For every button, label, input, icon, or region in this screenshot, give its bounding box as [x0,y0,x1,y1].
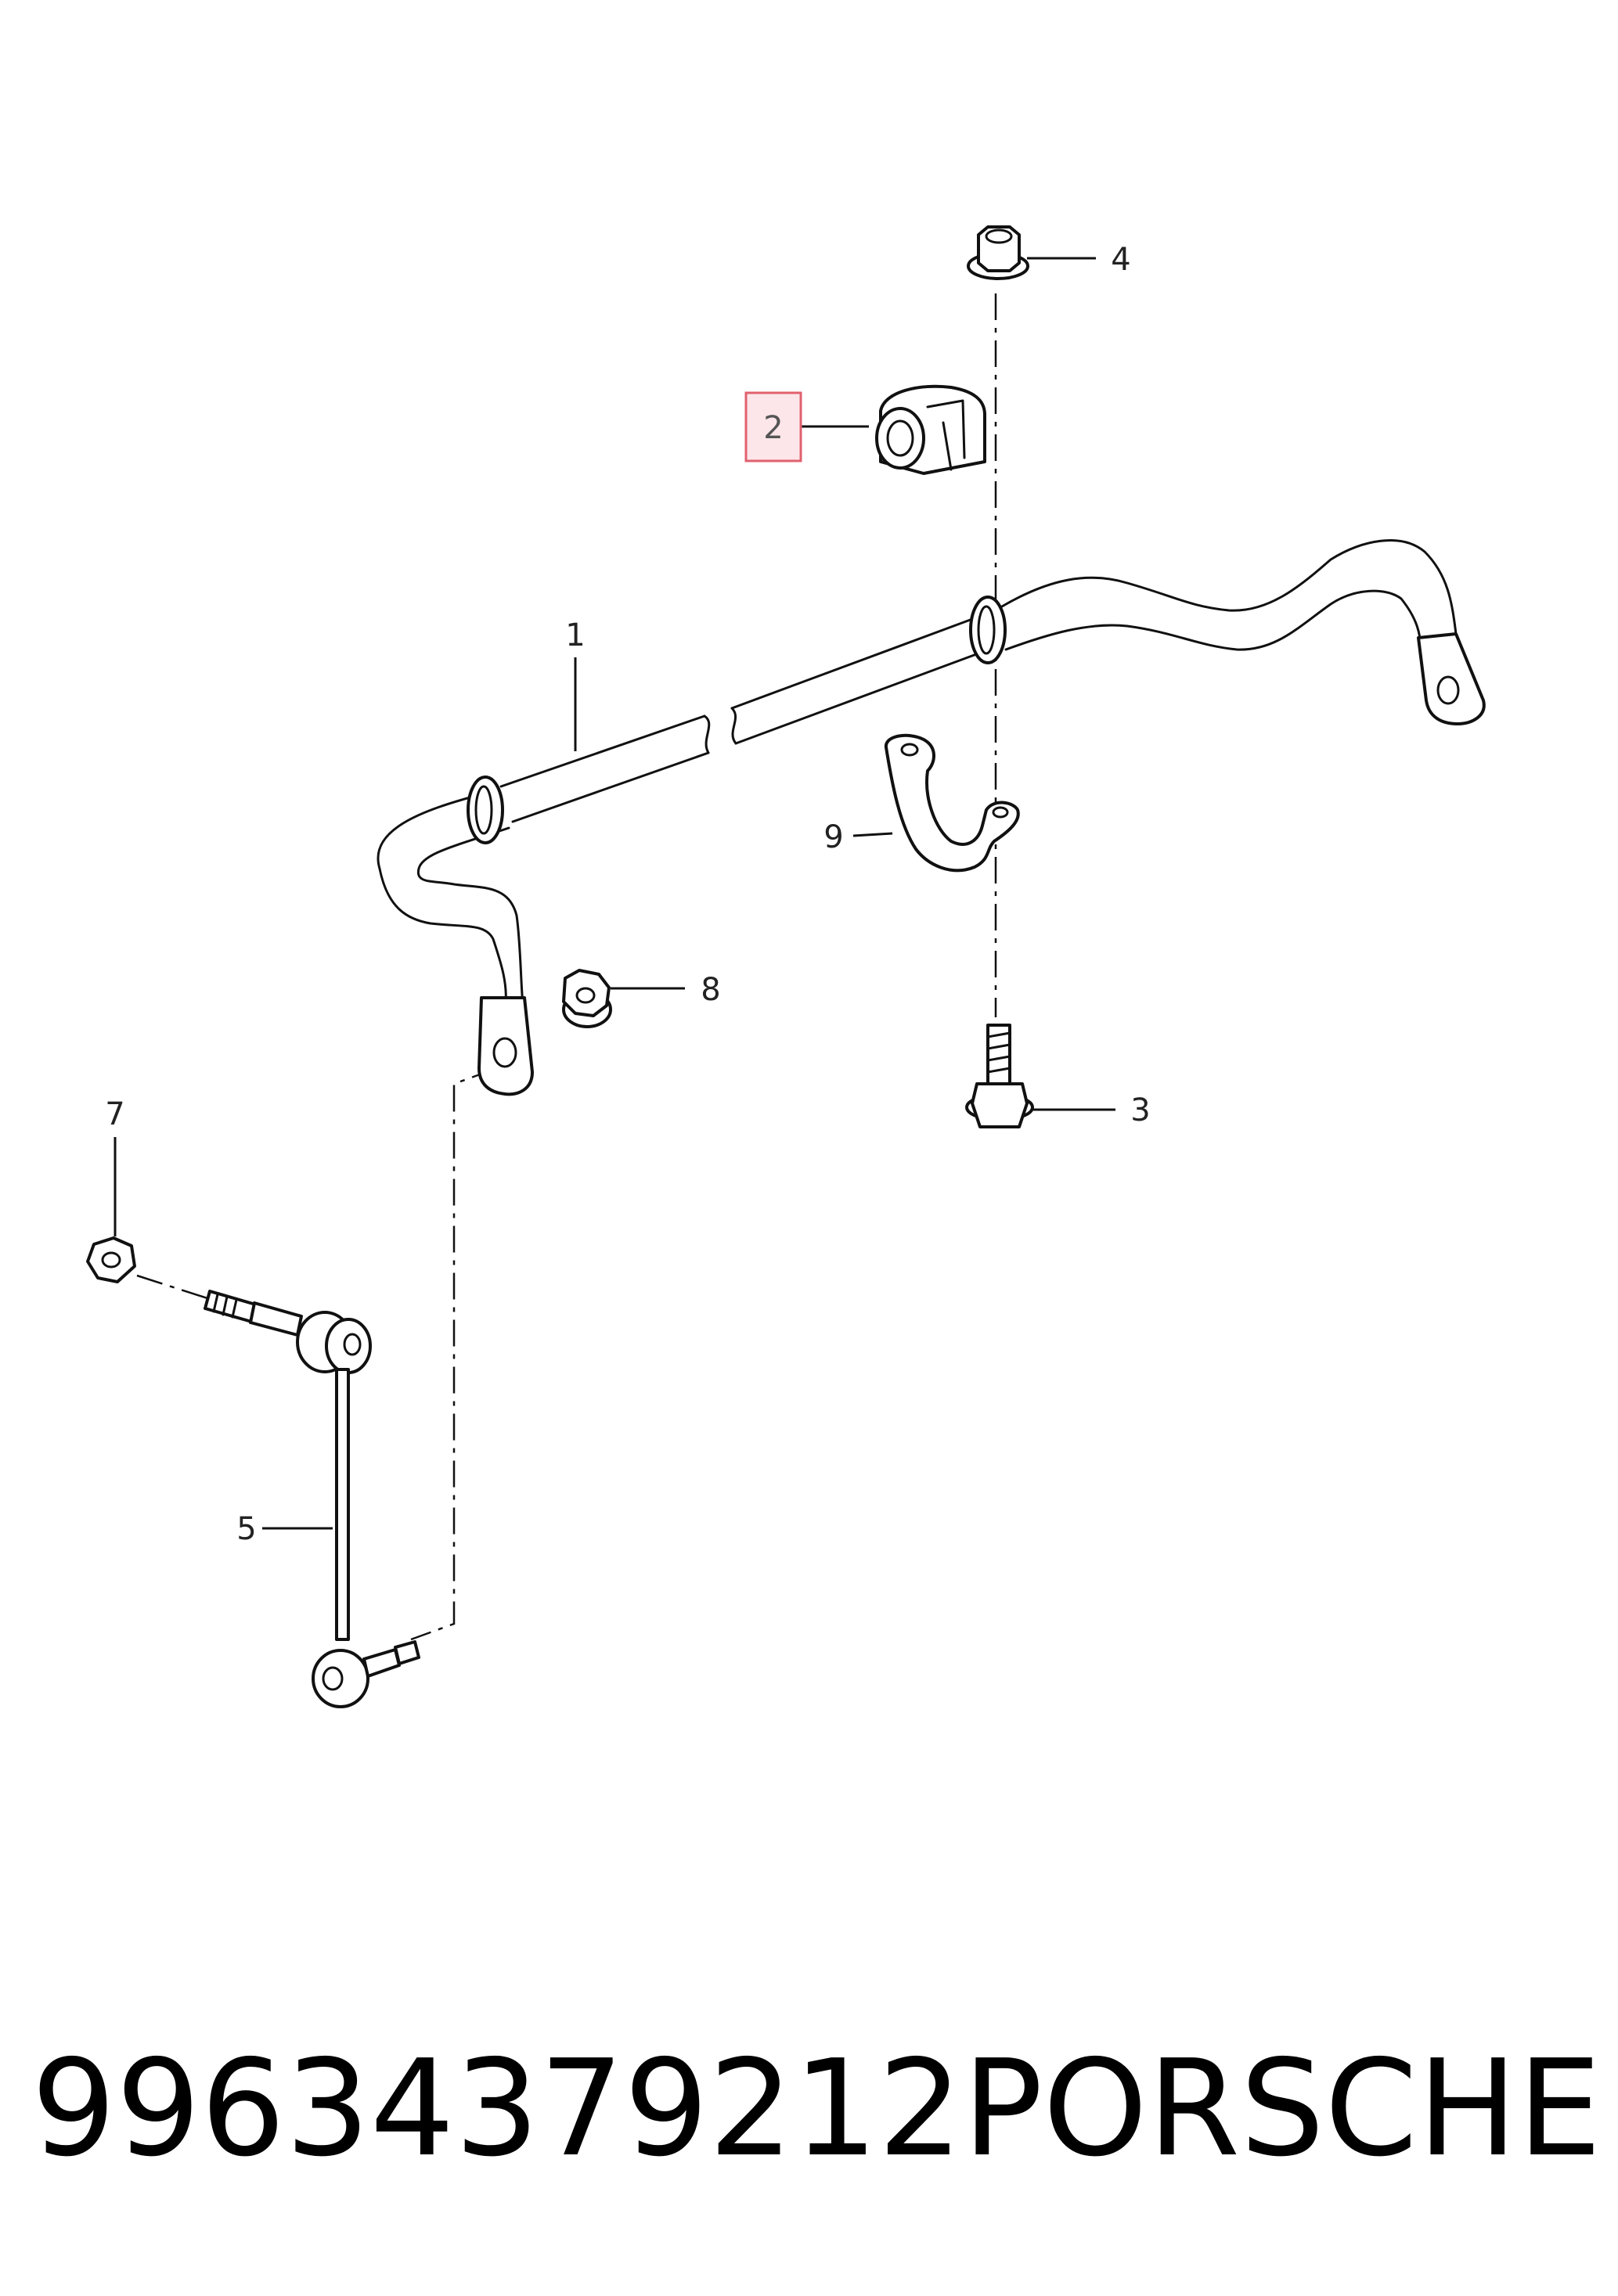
stabilizer-bar-center-ring-inner [977,605,996,655]
stabilizer-bar-left-tube [499,714,710,823]
stabilizer-bar-right-tube [730,617,980,745]
leader-9 [852,832,893,837]
stabilizer-link [204,1290,420,1708]
callout-5: 5 [236,1511,256,1547]
callout-8: 8 [701,972,720,1008]
callout-7: 7 [105,1096,124,1132]
bushing-part [875,384,986,475]
stabilizer-bar-left-bend [377,793,524,1011]
footer-caption: 99634379212 PORSCHE [31,2031,1602,2187]
stabilizer-bar [377,539,1486,1096]
stabilizer-bar-left-eye [477,996,534,1096]
assembly-axis-nut [136,1274,211,1301]
stabilizer-bar-break-left [703,714,711,754]
assembly-axis-link [410,1067,498,1641]
stabilizer-bar-left-ring-inner [474,785,493,835]
bracket-clamp [885,733,1020,873]
stabilizer-bar-left-eye-hole [492,1037,517,1068]
bolt-part [965,1024,1034,1128]
flange-nut-8 [562,969,612,1028]
hex-nut-7 [86,1236,136,1283]
callout-2-highlight [744,391,802,462]
callout-9: 9 [823,819,843,855]
callout-4: 4 [1111,242,1130,278]
stabilizer-bar-right-eye [1417,632,1486,725]
flange-nut-top [967,225,1029,280]
stabilizer-bar-center-ring [969,596,1007,664]
callout-2: 2 [763,410,783,446]
stabilizer-bar-right-eye-hole [1436,675,1460,705]
stabilizer-bar-right-curve [1000,539,1458,651]
stabilizer-bar-left-ring [467,776,504,844]
callout-1: 1 [565,617,585,653]
part-number: 99634379212 [31,2031,963,2186]
callout-3: 3 [1130,1092,1150,1128]
brand-name: PORSCHE [962,2031,1602,2186]
stabilizer-bar-break-right [730,707,737,745]
